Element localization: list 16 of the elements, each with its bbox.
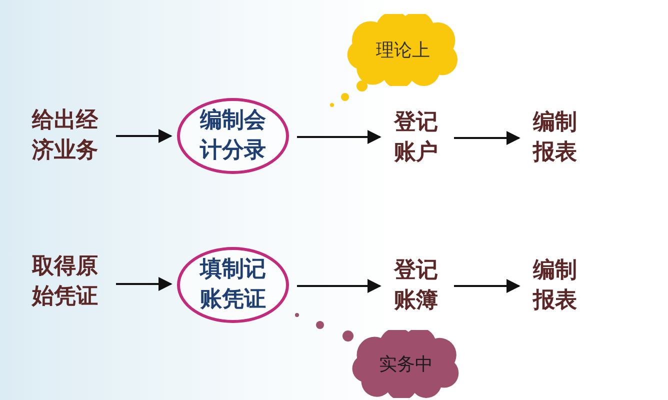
arrow	[116, 277, 172, 291]
arrow	[454, 279, 520, 293]
cloud-label: 实务中	[379, 353, 433, 376]
arrow	[454, 131, 520, 145]
process-ellipse: 填制记账凭证	[177, 247, 289, 323]
arrow	[116, 129, 172, 143]
step-label: 登记账簿	[386, 248, 446, 324]
step-label: 编制报表	[525, 100, 585, 176]
arrow	[297, 279, 382, 293]
cloud-label: 理论上	[376, 39, 430, 62]
process-ellipse: 编制会计分录	[177, 98, 289, 174]
step-label: 编制报表	[525, 248, 585, 324]
step-label: 登记账户	[386, 100, 446, 176]
step-label: 取得原始凭证	[22, 244, 108, 320]
step-label: 给出经济业务	[22, 98, 108, 174]
arrow	[297, 130, 382, 144]
